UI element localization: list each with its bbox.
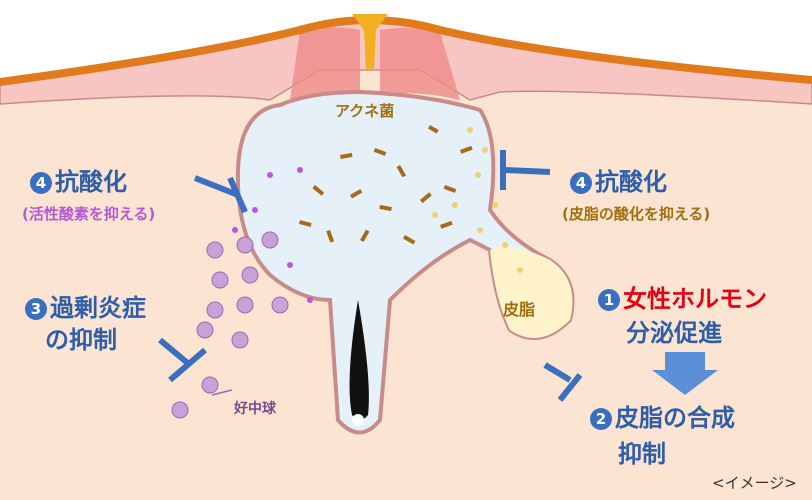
- neutrophil-label: 好中球: [234, 401, 276, 417]
- neutrophil-cells: [171, 231, 289, 419]
- down-arrow-icon: [652, 352, 718, 395]
- sebum-dots: [432, 127, 523, 273]
- antioxidant-right-sub: (皮脂の酸化を抑える): [562, 205, 711, 223]
- antioxidant-left-sub: (活性酸素を抑える): [22, 205, 156, 223]
- acne-bacteria-marks: [298, 125, 473, 245]
- inhibitor-marks: [158, 150, 583, 402]
- reactive-oxygen-marks: [232, 167, 313, 303]
- image-note: <イメージ>: [712, 474, 797, 492]
- sebum-label: 皮脂: [503, 300, 536, 319]
- acne-bacteria-label: アクネ菌: [335, 102, 395, 120]
